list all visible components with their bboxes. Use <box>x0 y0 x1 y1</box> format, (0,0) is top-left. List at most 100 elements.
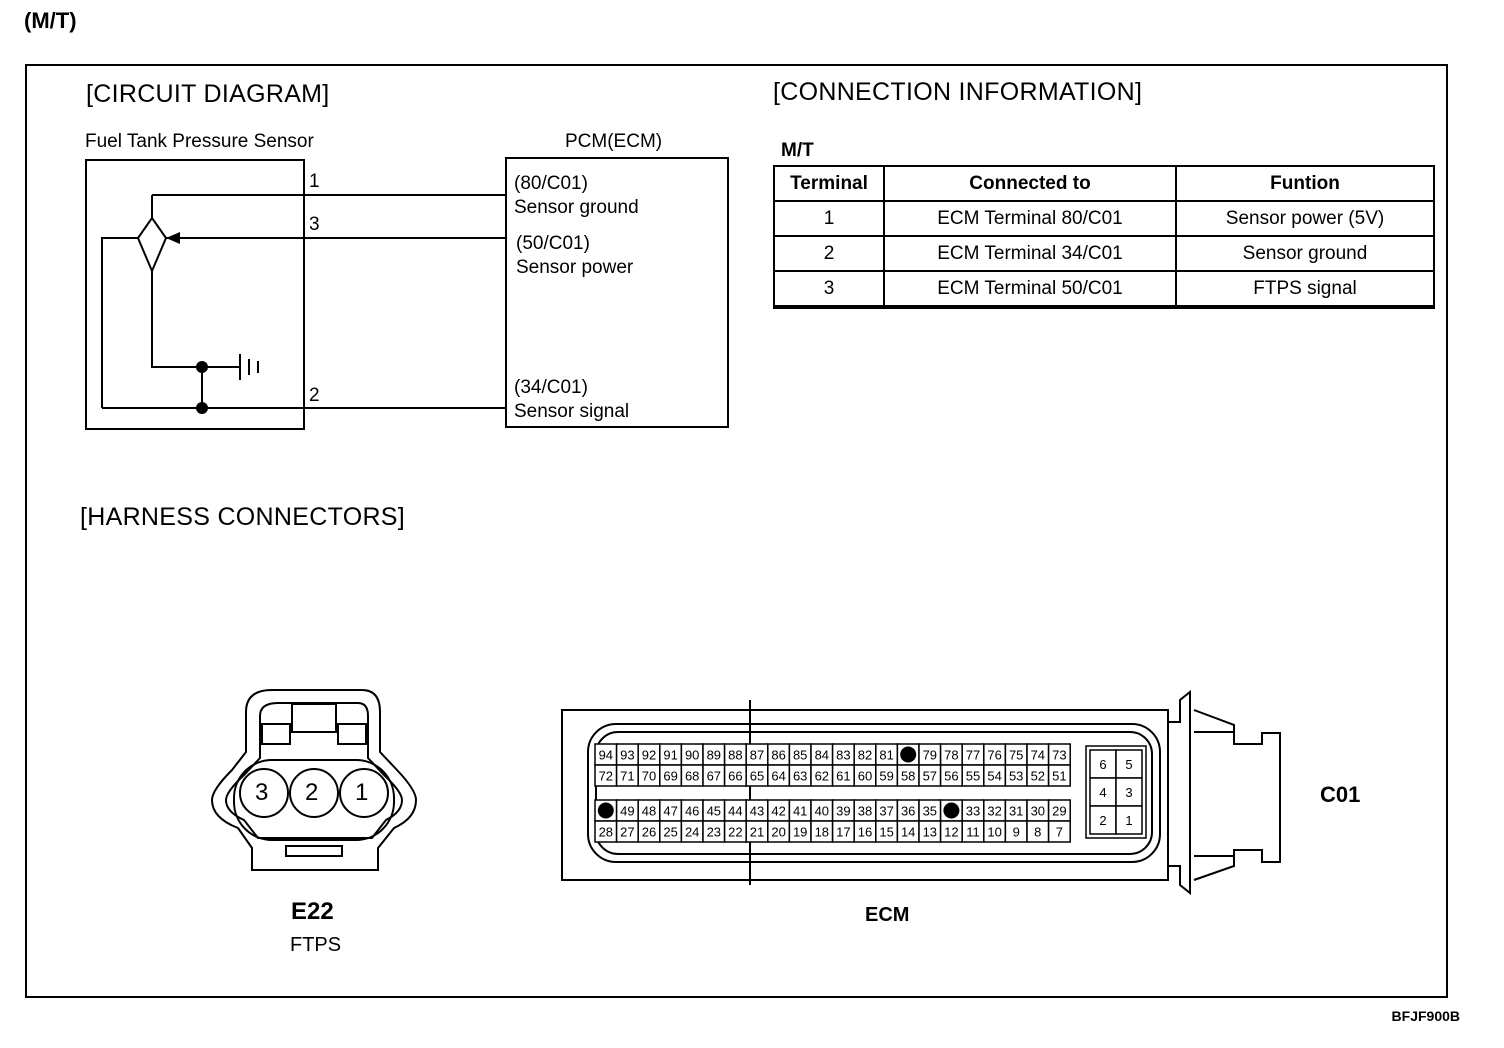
connection-table: Terminal Connected to Funtion 1 ECM Term… <box>773 165 1435 309</box>
ecm-pin-label: 27 <box>620 825 634 840</box>
ecm-pin-label: 66 <box>728 769 742 784</box>
ecm-pin-label: 76 <box>987 748 1001 763</box>
ecm-label: ECM <box>865 904 910 926</box>
blank-pin-marker <box>900 746 917 763</box>
sensor-element <box>136 216 168 274</box>
ecm-pin-label: 94 <box>599 748 613 763</box>
ecm-pin-label: 51 <box>1052 769 1066 784</box>
ecm-pin-label: 92 <box>642 748 656 763</box>
ecm-pin-label: 75 <box>1009 748 1023 763</box>
ecm-pin-label: 13 <box>923 825 937 840</box>
ecm-pin-label: 73 <box>1052 748 1066 763</box>
ecm-pin-label: 48 <box>642 804 656 819</box>
wiper-arrow-icon <box>166 232 180 244</box>
ecm-pin-label: 44 <box>728 804 742 819</box>
table-cell: ECM Terminal 80/C01 <box>883 200 1177 237</box>
table-cell: ECM Terminal 34/C01 <box>883 235 1177 272</box>
ecm-pin-label: 29 <box>1052 804 1066 819</box>
table-header-row: Terminal Connected to Funtion <box>773 165 1435 202</box>
sensor-title: Fuel Tank Pressure Sensor <box>85 131 314 152</box>
ecm-pin-label: 58 <box>901 769 915 784</box>
ecm-pin-label: 25 <box>663 825 677 840</box>
ecm-pin-label: 33 <box>966 804 980 819</box>
pcm-pin-ref: (50/C01) <box>516 233 590 254</box>
table-cell: FTPS signal <box>1175 270 1435 309</box>
ecm-pin-label: 42 <box>771 804 785 819</box>
ecm-pin-label: 22 <box>728 825 742 840</box>
ecm-pin-label: 68 <box>685 769 699 784</box>
ecm-pin-label: 12 <box>944 825 958 840</box>
ecm-pin-cell <box>1047 764 1071 787</box>
ecm-small-pin-label: 2 <box>1099 813 1106 828</box>
ecm-pin-label: 60 <box>858 769 872 784</box>
ecm-small-pin-label: 4 <box>1099 785 1106 800</box>
ecm-pin-label: 55 <box>966 769 980 784</box>
ecm-small-pin-cell <box>1115 805 1143 835</box>
ecm-pin-label: 89 <box>707 748 721 763</box>
ecm-pin-label: 63 <box>793 769 807 784</box>
ecm-pin-label: 56 <box>944 769 958 784</box>
ecm-pin-label: 64 <box>771 769 785 784</box>
ecm-small-pin-cell <box>1089 749 1117 779</box>
column-header-function: Funtion <box>1175 165 1435 202</box>
pcm-box <box>505 157 729 428</box>
junction-dot <box>196 402 208 414</box>
ecm-small-pin-label: 1 <box>1125 813 1132 828</box>
ecm-pin-label: 40 <box>815 804 829 819</box>
ecm-pin-label: 71 <box>620 769 634 784</box>
ecm-pin-label: 45 <box>707 804 721 819</box>
ecm-pin-label: 11 <box>966 825 980 840</box>
ecm-pin-label: 91 <box>663 748 677 763</box>
ecm-pin-label: 36 <box>901 804 915 819</box>
ecm-pin-label: 16 <box>858 825 872 840</box>
ecm-pin-label: 28 <box>599 825 613 840</box>
ecm-pin-label: 7 <box>1056 825 1063 840</box>
column-header-connected-to: Connected to <box>883 165 1177 202</box>
ecm-pin-label: 41 <box>793 804 807 819</box>
ecm-pin-label: 62 <box>815 769 829 784</box>
harness-section-title: [HARNESS CONNECTORS] <box>80 503 406 531</box>
ecm-pin-label: 30 <box>1031 804 1045 819</box>
table-cell: ECM Terminal 50/C01 <box>883 270 1177 309</box>
ecm-pin-label: 10 <box>987 825 1001 840</box>
table-cell: 3 <box>773 270 885 309</box>
pcm-pin-name: Sensor power <box>516 257 634 278</box>
connection-subtitle: M/T <box>781 140 814 161</box>
e22-pin-circles <box>239 768 389 818</box>
e22-connector-name: E22 <box>291 898 334 925</box>
diagram-frame <box>25 64 1448 998</box>
ecm-pin-label: 83 <box>836 748 850 763</box>
pcm-pin-ref: (34/C01) <box>514 377 588 398</box>
ecm-pin-label: 88 <box>728 748 742 763</box>
ecm-pin-label: 38 <box>858 804 872 819</box>
ecm-pin-label: 69 <box>663 769 677 784</box>
table-cell: 1 <box>773 200 885 237</box>
ecm-pin-label: 86 <box>771 748 785 763</box>
blank-pin-marker <box>597 802 614 819</box>
ecm-connector-body <box>561 689 1281 896</box>
ecm-pin-label: 14 <box>901 825 915 840</box>
ecm-pin-label: 37 <box>879 804 893 819</box>
sensor-pin-3: 3 <box>309 214 320 235</box>
ecm-small-pin-cell <box>1089 777 1117 807</box>
column-header-terminal: Terminal <box>773 165 885 202</box>
ecm-pin-label: 54 <box>987 769 1001 784</box>
ecm-pin-label: 47 <box>663 804 677 819</box>
pcm-pin-ref: (80/C01) <box>514 173 588 194</box>
ecm-pin-label: 79 <box>923 748 937 763</box>
ecm-pin-label: 31 <box>1009 804 1023 819</box>
ecm-pin-label: 57 <box>923 769 937 784</box>
sensor-pin-1: 1 <box>309 171 320 192</box>
ecm-pin-label: 35 <box>923 804 937 819</box>
ecm-pin-label: 67 <box>707 769 721 784</box>
ecm-small-pin-label: 5 <box>1125 757 1132 772</box>
ecm-pin-label: 74 <box>1031 748 1045 763</box>
figure-code: BFJF900B <box>1391 1008 1460 1024</box>
ecm-connector-id: C01 <box>1320 782 1361 807</box>
pcm-title: PCM(ECM) <box>565 131 663 152</box>
ecm-pin-label: 8 <box>1034 825 1041 840</box>
connection-section-title: [CONNECTION INFORMATION] <box>773 78 1143 106</box>
ecm-pin-label: 65 <box>750 769 764 784</box>
table-cell: Sensor power (5V) <box>1175 200 1435 237</box>
